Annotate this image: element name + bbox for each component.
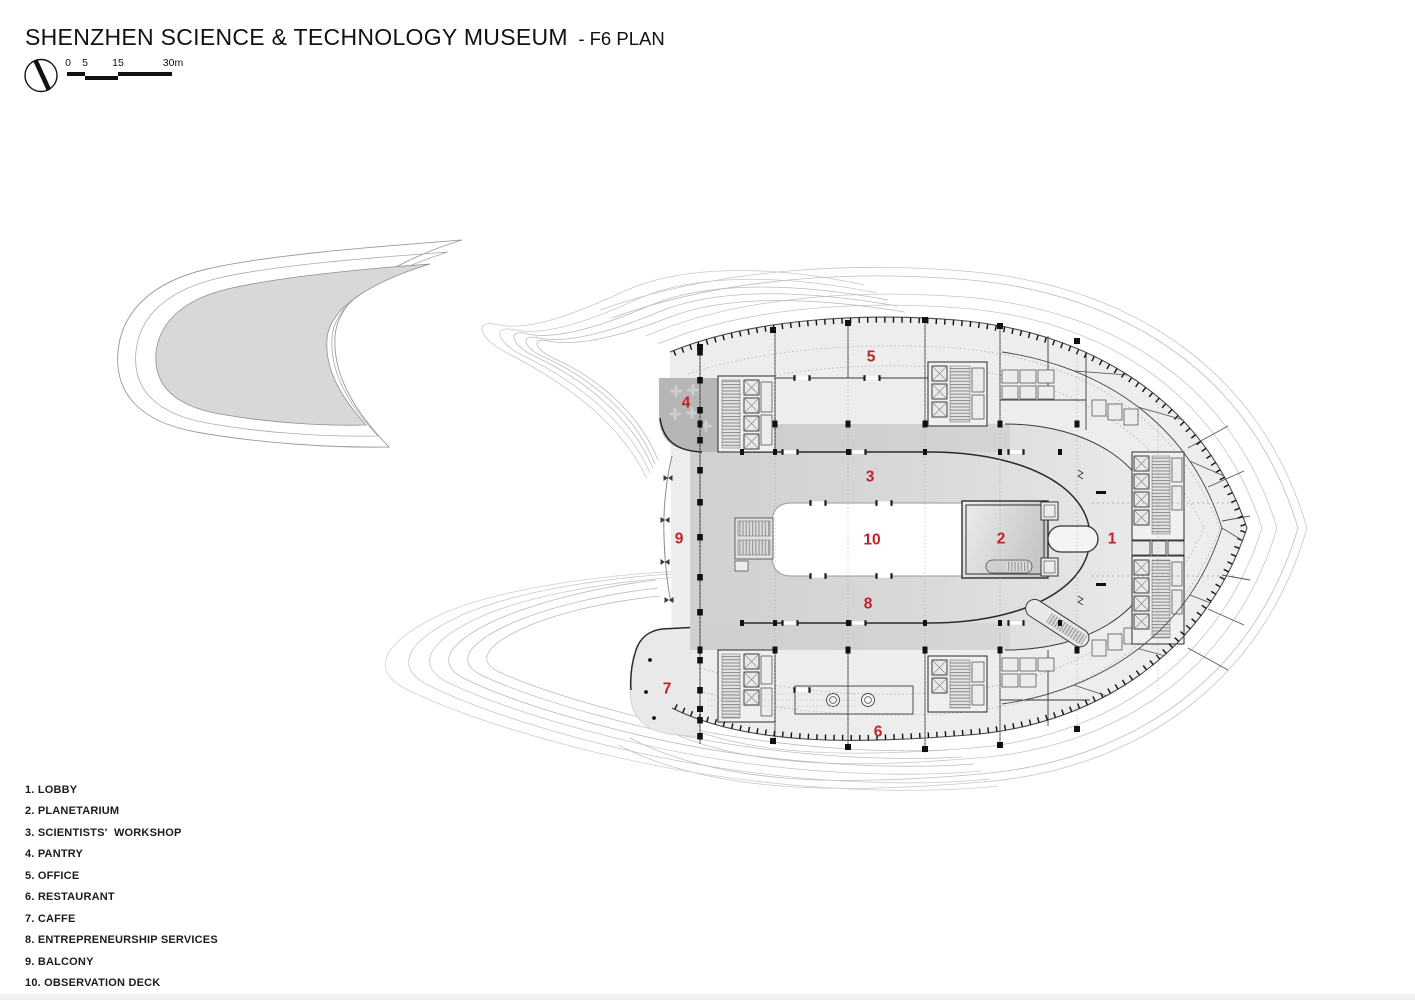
legend-item: 7. CAFFE (25, 912, 76, 925)
lobby-dotted-lines (1092, 502, 1238, 577)
ghost-outline-curves (599, 266, 1308, 789)
curved-escalator (1025, 598, 1090, 648)
legend-item: 10. OBSERVATION DECK (25, 977, 161, 990)
planetarium-walkway (1040, 501, 1099, 577)
legend-item: 5. OFFICE (25, 869, 80, 882)
scale-bar-segment (118, 71, 172, 76)
caffe-terrace (629, 626, 701, 738)
page-title-main: SHENZHEN SCIENCE & TECHNOLOGY MUSEUM (25, 24, 568, 50)
structural-grid-lines (699, 320, 1159, 753)
room-label-observation-deck: 10 (863, 532, 880, 549)
page-title-suffix: - F6 PLAN (578, 28, 665, 49)
planetarium-room (961, 500, 1049, 579)
right-stair-core (1131, 555, 1185, 645)
room-label-caffe: 7 (663, 681, 672, 698)
scale-tick-label: 5 (82, 57, 88, 69)
room-legend: 1. LOBBY 2. PLANETARIUM 3. SCIENTISTS' WOR… (25, 779, 218, 994)
bottom-stair-core (717, 649, 776, 723)
restaurant-fixtures (826, 693, 875, 707)
room-label-entrepreneurship-services: 8 (864, 596, 873, 613)
scale-bar-segment (67, 71, 85, 76)
room-number-labels: 1 2 3 4 5 6 7 8 9 10 (663, 349, 1117, 741)
room-label-office: 5 (867, 349, 876, 366)
top-stair-core (717, 375, 776, 453)
sheet-bottom-edge (0, 994, 1415, 1000)
facade-mullion-ticks (673, 317, 1246, 741)
pantry-area (659, 378, 718, 453)
legend-item: 9. BALCONY (25, 955, 94, 968)
room-label-restaurant: 6 (874, 724, 883, 741)
right-stair-core (1131, 451, 1185, 541)
top-toilet-cells (1001, 369, 1139, 426)
scale-tick-label: 15 (112, 57, 124, 69)
inner-facade-band (1001, 351, 1223, 705)
top-wing-curves (481, 270, 906, 480)
scale-tick-label: 30m (162, 57, 184, 69)
room-label-scientists-workshop: 3 (866, 469, 875, 486)
page-title: SHENZHEN SCIENCE & TECHNOLOGY MUSEUM - F… (25, 24, 665, 51)
legend-item: 8. ENTREPRENEURSHIP SERVICES (25, 934, 218, 947)
bottom-stair-core (927, 655, 988, 713)
scale-tick-label: 0 (65, 57, 71, 69)
terrace-dotted-strip (708, 693, 858, 707)
right-core-bridge (1131, 540, 1185, 556)
bottom-wing-curves (385, 569, 999, 791)
scale-bar-segment (85, 75, 118, 80)
legend-item: 1. LOBBY (25, 783, 78, 796)
north-arrow-icon (24, 58, 58, 93)
facade-line (669, 316, 1248, 741)
balcony-edge (660, 455, 674, 603)
structural-columns (697, 317, 1080, 752)
detached-roof-shape (117, 239, 463, 448)
legend-item: 6. RESTAURANT (25, 891, 115, 904)
room-label-lobby: 1 (1108, 531, 1117, 548)
room-label-pantry: 4 (682, 395, 691, 412)
top-stair-core (927, 361, 988, 427)
legend-item: 2. PLANETARIUM (25, 805, 120, 818)
legend-item: 4. PANTRY (25, 848, 84, 861)
facade-cell-dividers (1073, 370, 1243, 697)
escalator-block (734, 517, 774, 572)
room-label-balcony: 9 (675, 531, 684, 548)
legend-item: 3. SCIENTISTS' WORKSHOP (25, 826, 182, 839)
room-label-planetarium: 2 (997, 531, 1006, 548)
